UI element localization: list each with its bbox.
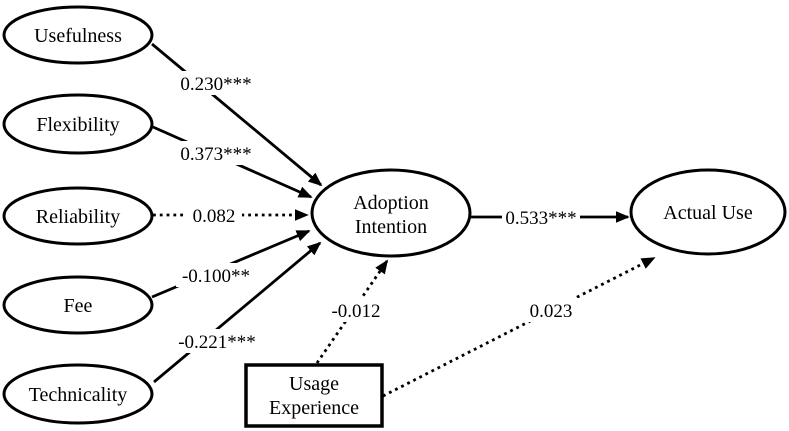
ellipse-fee xyxy=(2,275,154,335)
node-label-usefulness: Usefulness xyxy=(34,25,122,47)
coefficient-flexibility: 0.373*** xyxy=(178,141,255,165)
ellipse-flexibility xyxy=(2,93,154,155)
label-background xyxy=(176,263,256,287)
node-actual-use: Actual Use xyxy=(629,168,787,256)
edge-usefulness-to-adoption-intention xyxy=(151,42,323,187)
node-adoption-intention: Adoption Intention xyxy=(310,168,472,258)
coefficient-label: -0.221*** xyxy=(178,332,256,353)
ellipse-adoption-intention xyxy=(310,168,472,258)
path-arrow xyxy=(151,42,323,187)
ellipse-technicality xyxy=(2,363,154,425)
coefficient-usage-to-actual: 0.023 xyxy=(524,298,579,322)
label-background xyxy=(178,141,255,165)
node-label-reliability: Reliability xyxy=(36,206,120,228)
rect-usage-experience xyxy=(244,363,384,428)
edge-technicality-to-adoption-intention xyxy=(153,241,322,384)
node-label-fee: Fee xyxy=(64,295,93,317)
node-label-flexibility: Flexibility xyxy=(36,114,119,136)
node-flexibility: Flexibility xyxy=(2,93,154,155)
node-label-technicality: Technicality xyxy=(29,384,128,406)
path-arrow xyxy=(153,241,322,384)
ellipse-reliability xyxy=(2,186,154,246)
coefficient-fee: -0.100** xyxy=(176,263,256,287)
label-background xyxy=(173,329,261,353)
label-background xyxy=(178,71,255,95)
ellipse-actual-use xyxy=(629,168,787,256)
node-technicality: Technicality xyxy=(2,363,154,425)
ellipse-usefulness xyxy=(2,5,154,65)
coefficient-adoption-to-actual: 0.533*** xyxy=(502,205,580,229)
coefficient-label: 0.023 xyxy=(530,301,573,322)
coefficient-usage-to-adoption: -0.012 xyxy=(325,298,387,322)
node-fee: Fee xyxy=(2,275,154,335)
node-label-adoption-line1: Adoption xyxy=(353,192,429,214)
coefficient-usefulness: 0.230*** xyxy=(178,71,255,95)
node-label-adoption-line2: Intention xyxy=(355,216,427,238)
coefficient-label: -0.012 xyxy=(331,301,380,322)
node-label-usage-line1: Usage xyxy=(289,373,339,395)
node-reliability: Reliability xyxy=(2,186,154,246)
coefficient-label: 0.230*** xyxy=(180,74,251,95)
coefficient-label: 0.533*** xyxy=(505,208,576,229)
path-arrow-dotted xyxy=(382,256,656,398)
node-usefulness: Usefulness xyxy=(2,5,154,65)
node-label-usage-line2: Experience xyxy=(269,397,359,419)
label-background xyxy=(325,298,387,322)
coefficient-label: 0.082 xyxy=(193,206,236,227)
label-background xyxy=(186,203,242,227)
coefficient-label: -0.100** xyxy=(182,266,250,287)
coefficient-reliability: 0.082 xyxy=(186,203,242,227)
node-usage-experience: Usage Experience xyxy=(244,363,384,428)
label-background xyxy=(524,298,579,322)
coefficient-label: 0.373*** xyxy=(180,144,251,165)
label-background xyxy=(502,205,580,229)
node-label-actual-use: Actual Use xyxy=(663,202,753,224)
edge-usage-experience-to-actual-use xyxy=(382,256,656,398)
coefficient-technicality: -0.221*** xyxy=(173,329,261,353)
